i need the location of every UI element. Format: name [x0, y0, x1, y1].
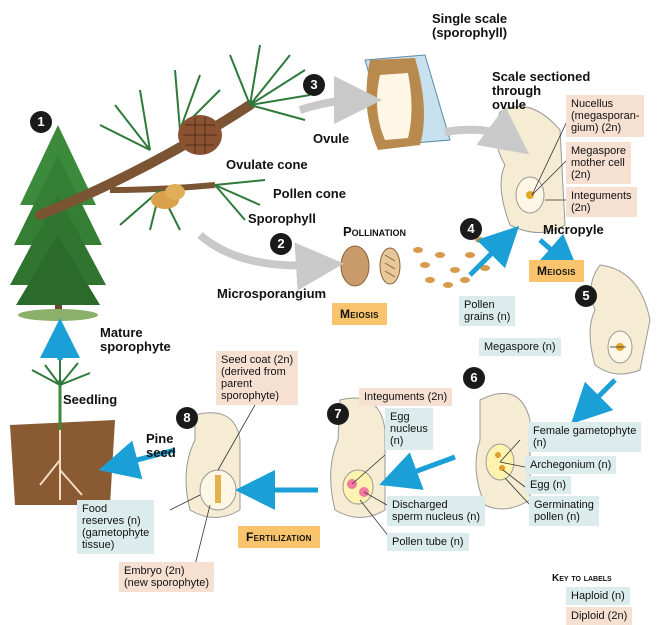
seedling-label: Seedling: [63, 393, 117, 407]
single-scale-label: Single scale(sporophyll): [432, 12, 507, 40]
step-6-marker: 6: [463, 367, 485, 389]
nucellus-box: Nucellus(megasporan-gium) (2n): [566, 95, 644, 137]
step-2-marker: 2: [270, 233, 292, 255]
ovulate-cone-label: Ovulate cone: [226, 158, 308, 172]
meiosis-label-1: Meiosis: [332, 303, 387, 325]
embryo-box: Embryo (2n)(new sporophyte): [119, 562, 214, 592]
integuments-box-6: Integuments (2n): [359, 388, 452, 406]
integuments-box-4: Integuments(2n): [566, 187, 637, 217]
egg-box: Egg (n): [525, 476, 571, 494]
key-title: Key to labels: [552, 572, 612, 585]
pollen-tube-box: Pollen tube (n): [387, 533, 469, 551]
mature-tree-illustration: [10, 125, 106, 321]
megaspore-box: Megaspore (n): [479, 338, 561, 356]
meiosis-label-2: Meiosis: [529, 260, 584, 282]
ovule-section-6: [476, 393, 530, 509]
archegonium-box: Archegonium (n): [525, 456, 616, 474]
pollination-label: Pollination: [343, 225, 406, 239]
female-gametophyte-box: Female gametophyte(n): [528, 422, 641, 452]
ovule-section-5: [590, 265, 650, 374]
key-diploid: Diploid (2n): [566, 607, 632, 625]
fertilization-label: Fertilization: [238, 526, 320, 548]
seedling-illustration: [10, 360, 115, 505]
step-4-marker: 4: [460, 218, 482, 240]
step-8-marker: 8: [176, 407, 198, 429]
ovule-section-8: [186, 413, 240, 518]
ovule-label: Ovule: [313, 132, 349, 146]
micropyle-label: Micropyle: [543, 223, 604, 237]
sporophyll-label: Sporophyll: [248, 212, 316, 226]
microsporangium-illustration: [341, 246, 400, 286]
step-5-marker: 5: [575, 285, 597, 307]
single-scale-illustration: [365, 55, 450, 150]
step-1-marker: 1: [30, 111, 52, 133]
key-haploid: Haploid (n): [566, 587, 630, 605]
pollen-cone-label: Pollen cone: [273, 187, 346, 201]
step-7-marker: 7: [327, 403, 349, 425]
pollen-grains-illustration: [413, 232, 510, 288]
microsporangium-label: Microsporangium: [217, 287, 326, 301]
step-3-marker: 3: [303, 74, 325, 96]
ovulate-cone: [178, 115, 222, 155]
ovule-section-4: [496, 106, 565, 232]
